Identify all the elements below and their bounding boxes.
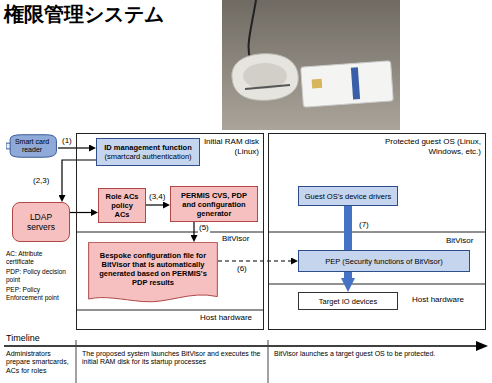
layer-separators (77, 232, 485, 310)
layer-label: Host hardware (200, 313, 252, 323)
node-text: PEP (Security functions of BitVisor) (325, 257, 442, 266)
node-text: PERMIS CVS, PDP and configuration genera… (175, 191, 253, 218)
connector-arrow (70, 212, 91, 213)
step-number: (6) (236, 264, 248, 274)
step-number: (1) (61, 136, 73, 146)
step-number: (3,4) (148, 192, 166, 202)
data-flow-arrow (344, 206, 352, 250)
server-box: LDAP servers (12, 202, 70, 242)
data-flow-arrow (344, 272, 352, 278)
timeline-separators (76, 340, 268, 383)
timeline-arrow (4, 341, 488, 351)
timeline-note: Administrators prepare smartcards, ACs f… (6, 350, 72, 375)
page-title: 権限管理システム (4, 2, 164, 26)
smartcard-photo (301, 61, 394, 107)
process-box: Guest OS's device drivers (298, 186, 398, 206)
layer-label: BitVisor (446, 236, 473, 246)
axis-title: Timeline (6, 333, 40, 344)
node-text: LDAP servers (17, 212, 65, 232)
node-text: ID management function (104, 143, 192, 152)
step-number: (7) (358, 220, 370, 230)
node-text: (smartcard authentication) (104, 152, 191, 161)
step-number: (2,3) (32, 176, 50, 186)
node-text: Guest OS's device drivers (305, 192, 391, 201)
data-box: Role ACs policy ACs (98, 188, 146, 223)
region-title: Initial RAM disk (Linux) (199, 137, 259, 156)
desk-surface (222, 0, 400, 130)
abbreviation-note: PDP: Policy decision point (6, 268, 72, 284)
process-box: PEP (Security functions of BitVisor) (298, 250, 470, 272)
connector-arrow (58, 147, 89, 148)
process-box: PERMIS CVS, PDP and configuration genera… (170, 186, 258, 222)
timeline-note: The proposed system launches BitVisor an… (82, 350, 264, 367)
process-box: ID management function(smartcard authent… (96, 138, 200, 166)
layer-label: Host hardware (412, 295, 464, 305)
connector-arrow (62, 160, 96, 195)
node-text: Bespoke configuration file for BitVisor … (92, 251, 214, 287)
card-reader-photo (232, 54, 298, 101)
layer-label: BitVisor (222, 234, 249, 244)
region-box: Initial RAM disk (Linux)ID management fu… (76, 133, 264, 330)
device-box: Target IO devices (298, 292, 398, 310)
connector-arrow (218, 260, 291, 261)
node-text: Role ACs policy ACs (103, 192, 141, 219)
connector-arrow (193, 222, 194, 235)
document-shape: Bespoke configuration file for BitVisor … (88, 242, 218, 304)
node-text: Target IO devices (319, 297, 377, 306)
abbreviation-note: PEP: Policy Enforcement point (6, 286, 72, 302)
reader-slot (245, 85, 290, 89)
connector-arrow (146, 204, 163, 205)
timeline-note: BitVisor launches a target guest OS to b… (274, 350, 484, 358)
region-title: Protected guest OS (Linux, Windows, etc.… (377, 137, 481, 156)
step-number: (5) (198, 223, 210, 233)
node-text: Smart card reader (10, 138, 54, 155)
card-reader: Smart card reader (6, 134, 58, 158)
abbreviation-note: AC: Attribute certificate (6, 250, 72, 266)
reader-cable (249, 0, 256, 58)
